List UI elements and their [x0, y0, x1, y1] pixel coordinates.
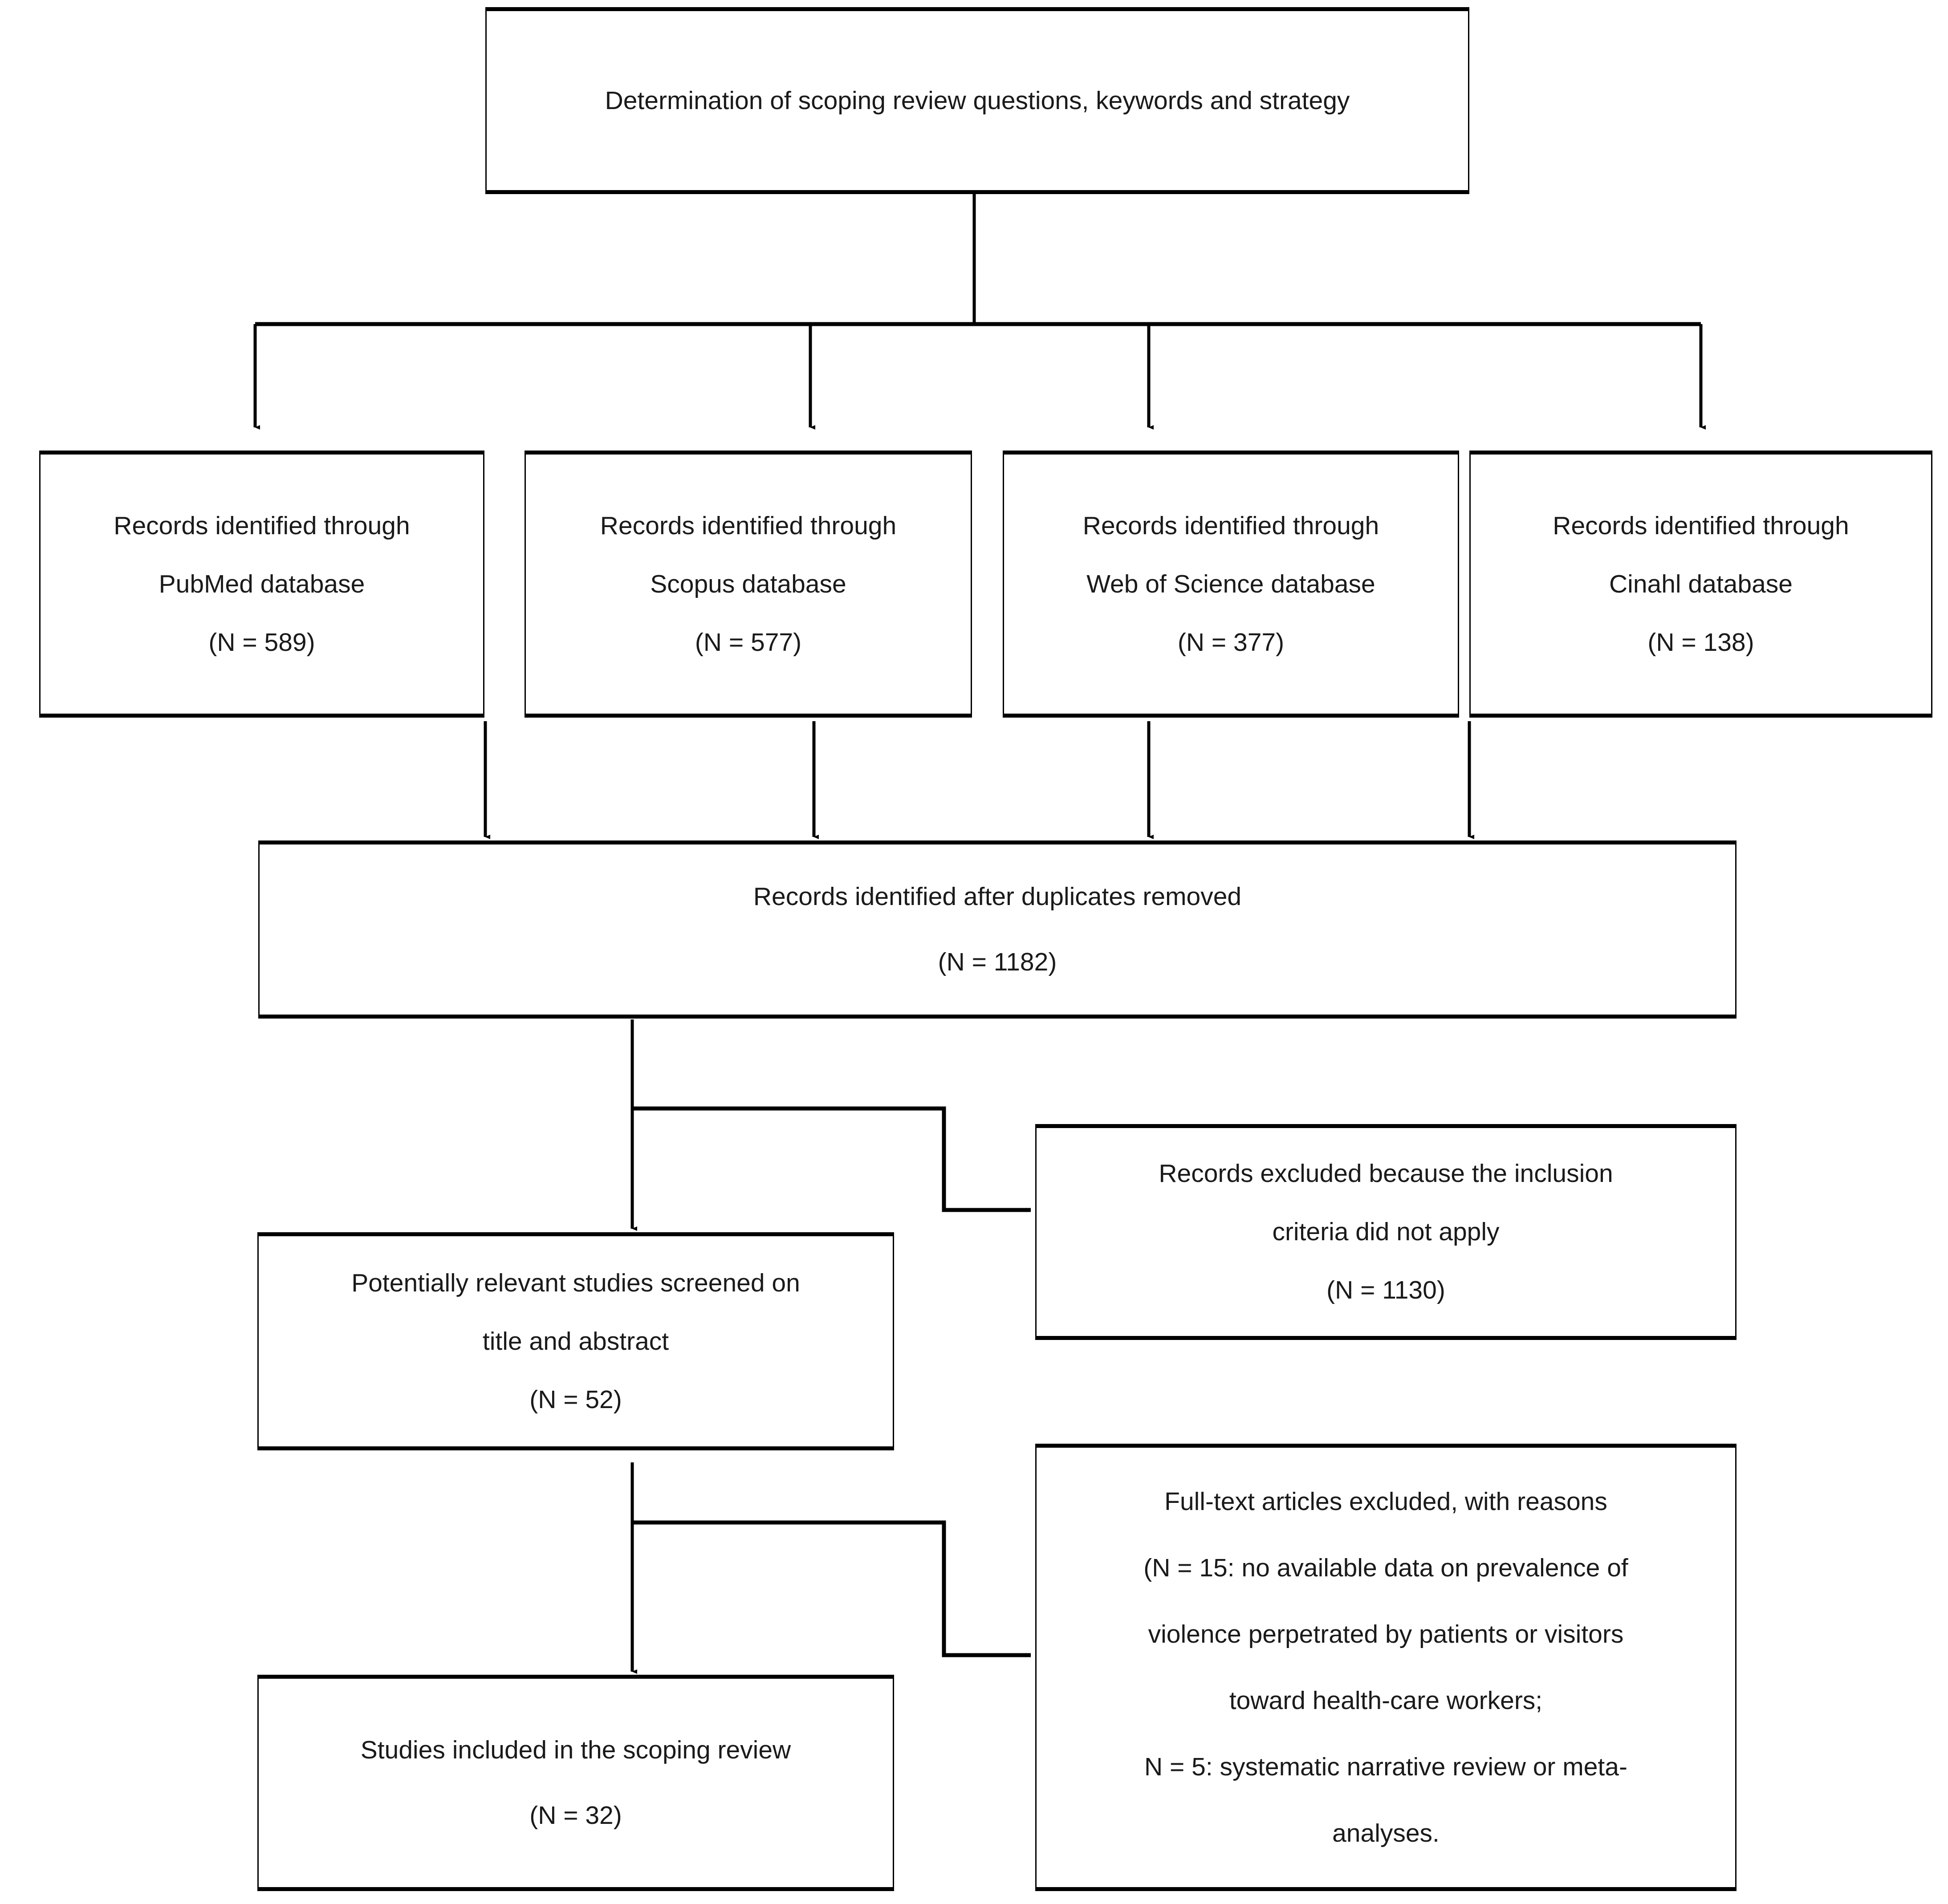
- node-pubmed-line-2: PubMed database: [159, 569, 365, 598]
- node-web-of-science[interactable]: Records identified through Web of Scienc…: [1003, 451, 1459, 718]
- node-fulltext-excluded-line-3: violence perpetrated by patients or visi…: [1148, 1620, 1624, 1648]
- node-pubmed[interactable]: Records identified through PubMed databa…: [39, 451, 484, 718]
- node-records-excluded[interactable]: Records excluded because the inclusion c…: [1035, 1124, 1737, 1340]
- node-duplicates-removed[interactable]: Records identified after duplicates remo…: [258, 840, 1737, 1019]
- node-fulltext-excluded-line-5: N = 5: systematic narrative review or me…: [1144, 1752, 1627, 1781]
- node-cinahl-line-1: Records identified through: [1553, 511, 1849, 540]
- node-fulltext-excluded-line-2: (N = 15: no available data on prevalence…: [1143, 1553, 1628, 1582]
- node-records-excluded-line-2: criteria did not apply: [1272, 1218, 1500, 1246]
- node-records-excluded-line-1: Records excluded because the inclusion: [1159, 1159, 1613, 1188]
- node-screened[interactable]: Potentially relevant studies screened on…: [257, 1232, 894, 1450]
- node-fulltext-excluded-line-4: toward health-care workers;: [1229, 1686, 1543, 1715]
- node-web-of-science-line-2: Web of Science database: [1086, 569, 1375, 598]
- node-cinahl-count: (N = 138): [1647, 628, 1754, 657]
- node-fulltext-excluded-line-6: analyses.: [1332, 1819, 1440, 1847]
- edge-screened-to-fulltext-excluded: [632, 1520, 1031, 1657]
- node-scopus-count: (N = 577): [695, 628, 802, 657]
- node-screened-count: (N = 52): [529, 1385, 622, 1414]
- node-determination-line-1: Determination of scoping review question…: [605, 86, 1350, 115]
- node-fulltext-excluded[interactable]: Full-text articles excluded, with reason…: [1035, 1444, 1737, 1891]
- node-determination[interactable]: Determination of scoping review question…: [485, 7, 1469, 194]
- node-included-count: (N = 32): [529, 1801, 622, 1830]
- node-duplicates-removed-count: (N = 1182): [938, 948, 1057, 976]
- node-records-excluded-count: (N = 1130): [1326, 1276, 1445, 1304]
- node-scopus[interactable]: Records identified through Scopus databa…: [525, 451, 972, 718]
- node-web-of-science-line-1: Records identified through: [1082, 511, 1379, 540]
- edge-duplicates-to-records-excluded: [632, 1106, 1031, 1212]
- node-included-line-1: Studies included in the scoping review: [360, 1736, 791, 1764]
- node-pubmed-count: (N = 589): [208, 628, 315, 657]
- node-included[interactable]: Studies included in the scoping review (…: [257, 1675, 894, 1891]
- node-pubmed-line-1: Records identified through: [114, 511, 410, 540]
- node-scopus-line-2: Scopus database: [650, 569, 846, 598]
- node-fulltext-excluded-line-1: Full-text articles excluded, with reason…: [1164, 1487, 1607, 1516]
- node-cinahl[interactable]: Records identified through Cinahl databa…: [1469, 451, 1932, 718]
- node-web-of-science-count: (N = 377): [1177, 628, 1285, 657]
- node-screened-line-1: Potentially relevant studies screened on: [351, 1268, 800, 1297]
- node-screened-line-2: title and abstract: [482, 1327, 669, 1356]
- node-duplicates-removed-line-1: Records identified after duplicates remo…: [753, 882, 1242, 911]
- node-scopus-line-1: Records identified through: [600, 511, 897, 540]
- node-cinahl-line-2: Cinahl database: [1609, 569, 1793, 598]
